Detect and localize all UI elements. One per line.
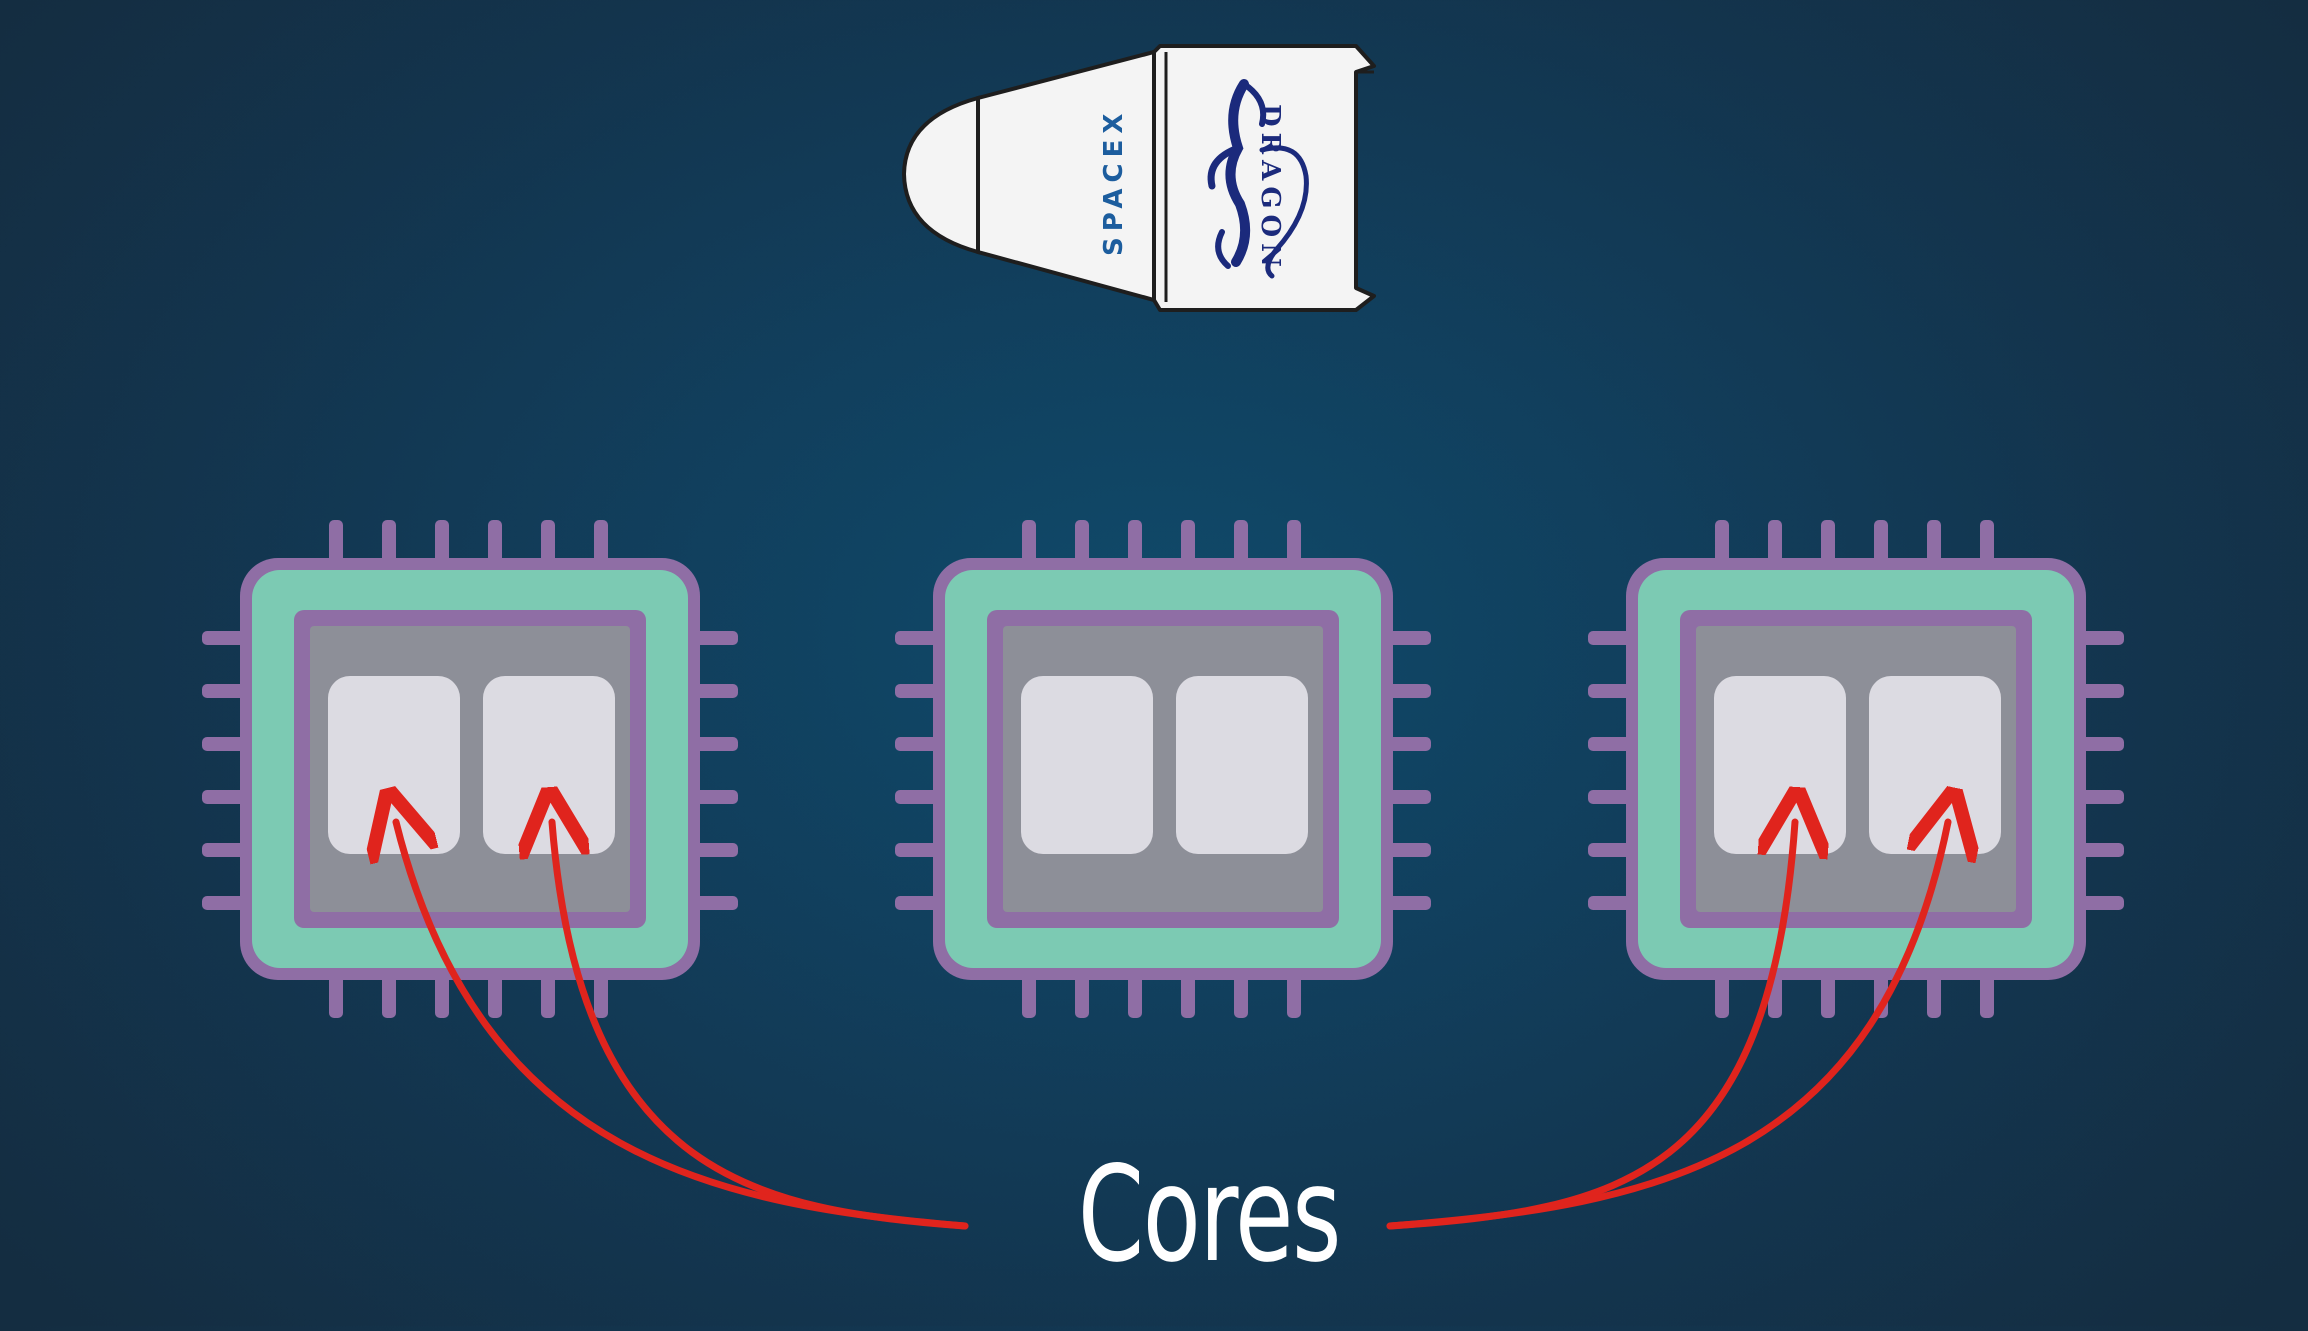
chip-pin (541, 520, 555, 566)
chips-group (202, 520, 2124, 1018)
chip-pin (329, 972, 343, 1018)
capsule-trunk (1152, 44, 1376, 312)
chip-pin (1022, 972, 1036, 1018)
chip-pin (2078, 631, 2124, 645)
core (1714, 676, 1846, 854)
chip-pin (1588, 737, 1634, 751)
chip-pin (382, 972, 396, 1018)
cores-label: Cores (1077, 1138, 1342, 1292)
arrow-icon (1386, 822, 1948, 1230)
dragon-logo-text: DRAGON (1255, 104, 1285, 273)
chip-pin (692, 684, 738, 698)
chip-pin (594, 972, 608, 1018)
chip-pin (1287, 972, 1301, 1018)
chip-pin (1927, 972, 1941, 1018)
core (1869, 676, 2001, 854)
cpu-chip-icon (895, 520, 1431, 1018)
chip-pin (1588, 631, 1634, 645)
arrows-group (396, 822, 1948, 1230)
chip-pin (1588, 790, 1634, 804)
chip-pin (1821, 972, 1835, 1018)
chip-pin (1234, 520, 1248, 566)
core (1176, 676, 1308, 854)
chip-pin (1588, 896, 1634, 910)
cpu-chip-icon (202, 520, 738, 1018)
chip-pin (1588, 684, 1634, 698)
chip-pin (1588, 843, 1634, 857)
chip-pin (1715, 972, 1729, 1018)
chip-pin (1128, 520, 1142, 566)
chip-pin (1821, 520, 1835, 566)
chip-pin (488, 972, 502, 1018)
chip-pin (594, 520, 608, 566)
chip-pin (1287, 520, 1301, 566)
chip-pin (202, 896, 248, 910)
chip-pin (895, 790, 941, 804)
chip-pin (1385, 737, 1431, 751)
dragon-logo-icon (1207, 79, 1309, 279)
core (1021, 676, 1153, 854)
chip-pin (202, 843, 248, 857)
chip-pin (895, 631, 941, 645)
chip-pin (1715, 520, 1729, 566)
chip-pin (2078, 843, 2124, 857)
chip-pin (2078, 896, 2124, 910)
chip-pin (1980, 972, 1994, 1018)
chip-pin (435, 972, 449, 1018)
chip-pin (1385, 896, 1431, 910)
chip-pin (541, 972, 555, 1018)
chip-pin (202, 737, 248, 751)
chip-pin (1768, 520, 1782, 566)
spacex-dragon-capsule-icon: SPACEX DRAGON (901, 44, 1376, 312)
chip-pin (895, 684, 941, 698)
chip-pin (382, 520, 396, 566)
chip-pin (1075, 972, 1089, 1018)
chip-pin (435, 520, 449, 566)
chip-pin (1234, 972, 1248, 1018)
chip-pin (692, 631, 738, 645)
chip-pin (202, 790, 248, 804)
chip-pin (692, 843, 738, 857)
arrow-icon (552, 822, 969, 1230)
chip-pin (2078, 684, 2124, 698)
chip-pin (895, 843, 941, 857)
chip-pin (488, 520, 502, 566)
chip-pin (2078, 790, 2124, 804)
chip-pin (202, 684, 248, 698)
chip-pin (202, 631, 248, 645)
chip-pin (1874, 520, 1888, 566)
chip-pin (692, 737, 738, 751)
chip-pin (1181, 972, 1195, 1018)
cpu-chip-icon (1588, 520, 2124, 1018)
chip-pin (1075, 520, 1089, 566)
chip-pin (895, 896, 941, 910)
chip-pin (1385, 631, 1431, 645)
chip-pin (1980, 520, 1994, 566)
capsule-nose (901, 95, 980, 255)
chip-pin (692, 896, 738, 910)
chip-pin (692, 790, 738, 804)
chip-pin (329, 520, 343, 566)
chip-pin (895, 737, 941, 751)
chip-pin (1385, 790, 1431, 804)
chip-pin (1927, 520, 1941, 566)
chip-pin (1385, 684, 1431, 698)
chip-pin (2078, 737, 2124, 751)
chip-pin (1181, 520, 1195, 566)
chip-pin (1385, 843, 1431, 857)
spacex-logo-text: SPACEX (1099, 108, 1129, 256)
chip-pin (1022, 520, 1036, 566)
chip-pin (1128, 972, 1142, 1018)
